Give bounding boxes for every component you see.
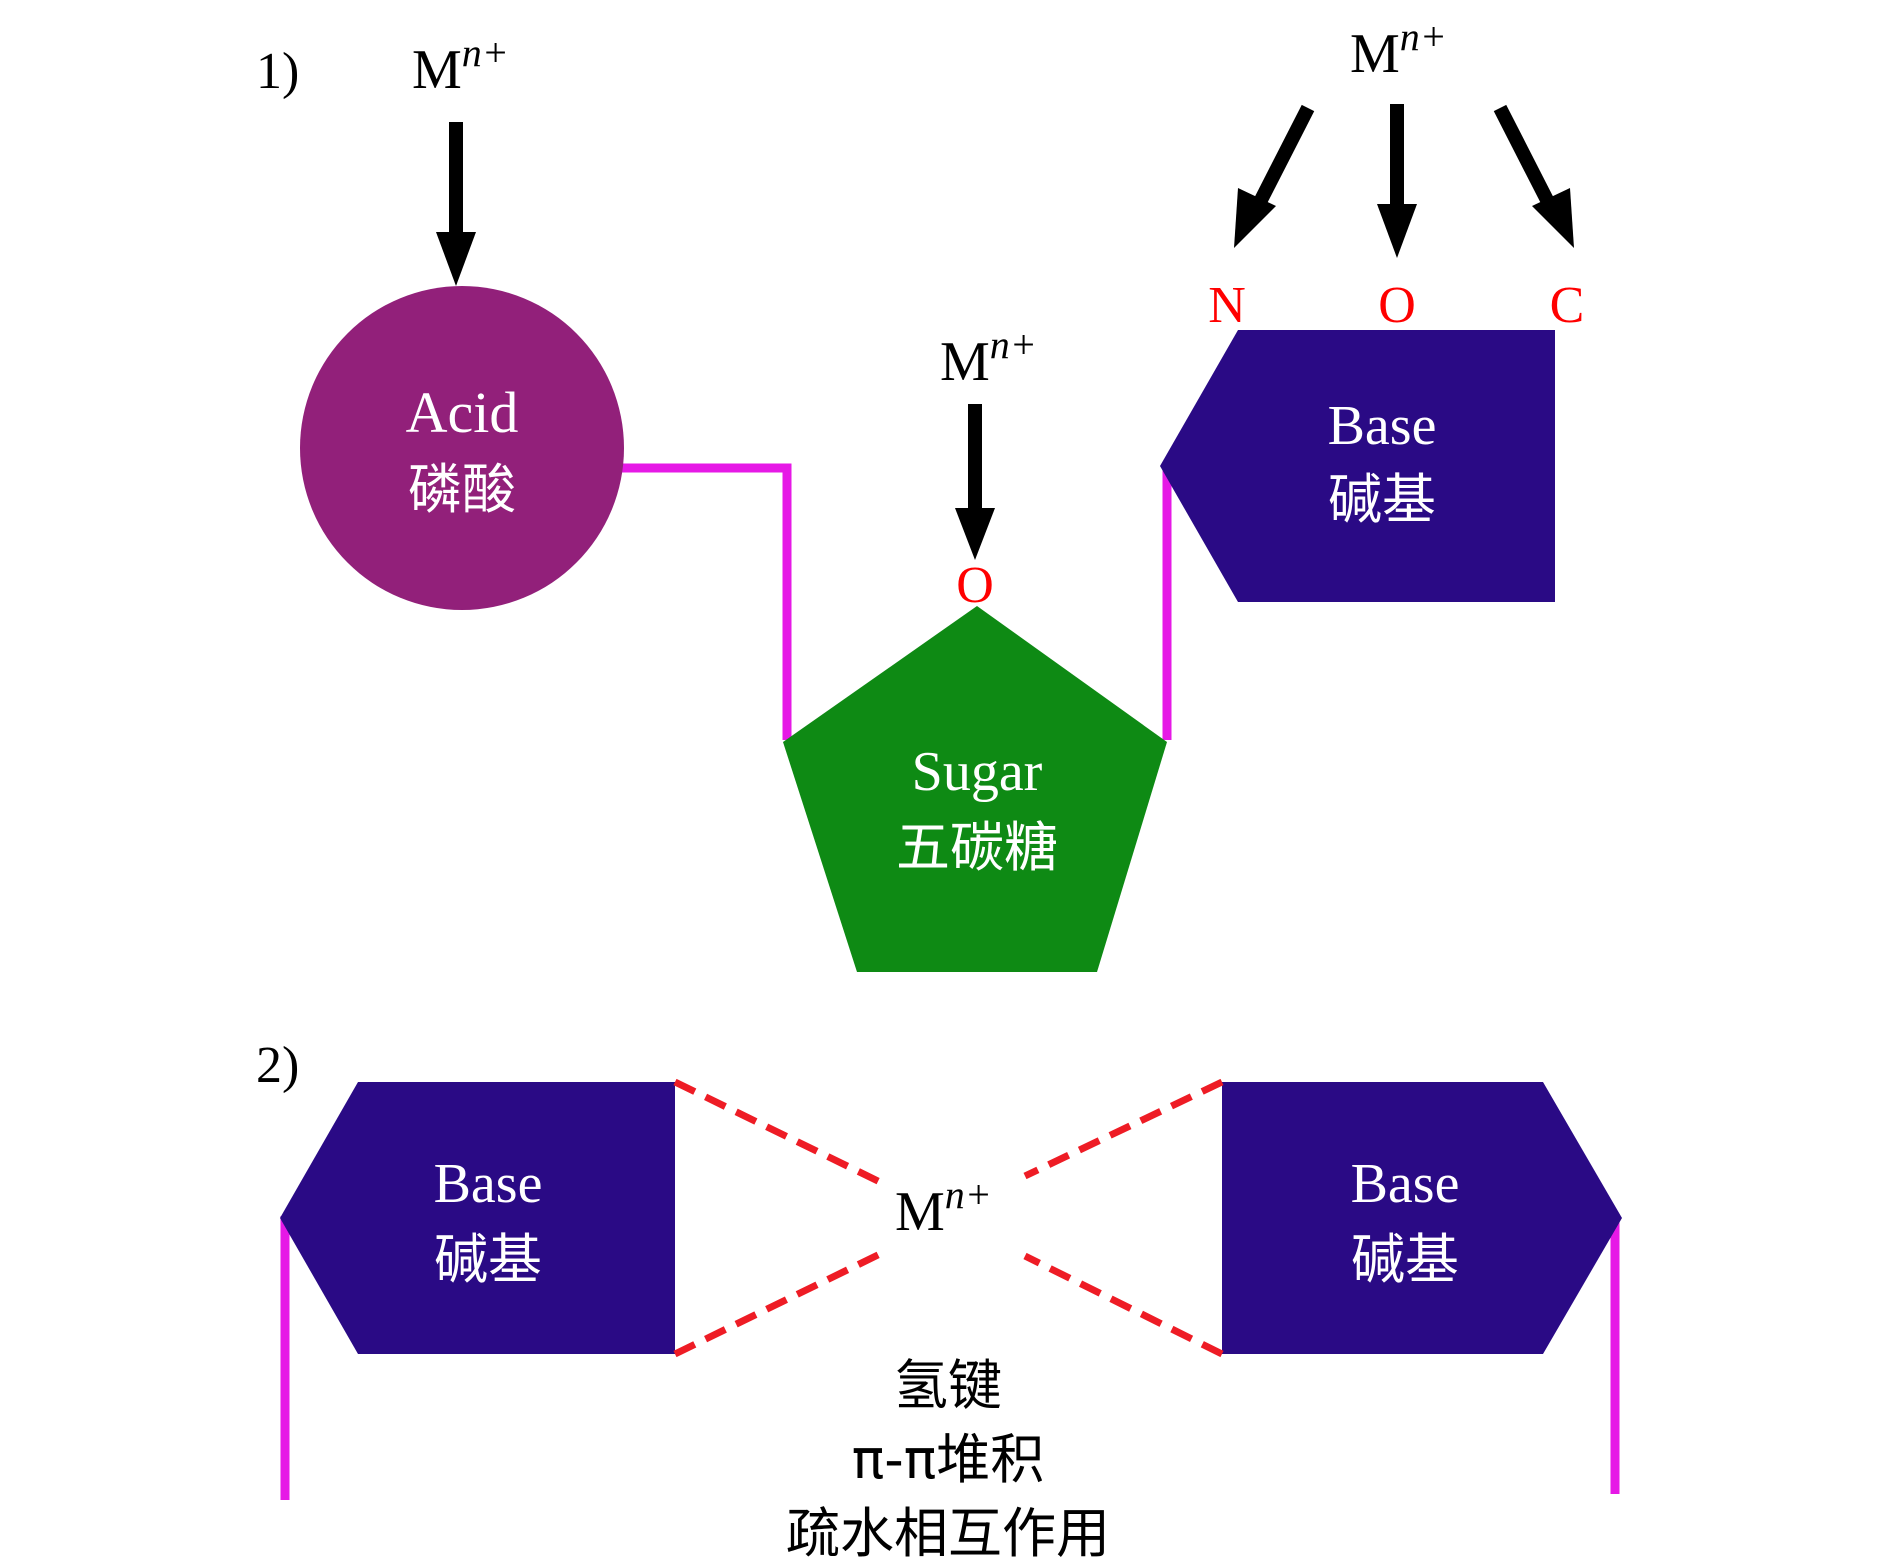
dash-right-top — [1023, 1078, 1224, 1180]
base-right-node — [1222, 1082, 1622, 1354]
ion-base-symbol: M — [1350, 23, 1400, 85]
arrow-to-sugar — [955, 404, 995, 560]
ion-sugar-charge: n+ — [990, 322, 1037, 367]
interaction-hydrophobic: 疏水相互作用 — [786, 1502, 1110, 1560]
base-left-label: Base — [434, 1153, 543, 1215]
base-site-n: N — [1208, 277, 1246, 334]
base-right-label-cn: 碱基 — [1351, 1228, 1459, 1291]
ion-center-charge: n+ — [945, 1172, 992, 1217]
base-left-label-cn: 碱基 — [434, 1228, 542, 1291]
dash-left-top — [673, 1078, 882, 1186]
interaction-hydrogen-bond: 氢键 — [894, 1354, 1002, 1417]
ion-center-symbol: M — [895, 1181, 945, 1243]
dashed-interaction-lines — [673, 1078, 1224, 1358]
base-label-cn: 碱基 — [1328, 468, 1436, 531]
ion-sugar: Mn+ — [940, 322, 1037, 393]
panel-2-label: 2) — [256, 1037, 299, 1094]
backbone-acid-sugar — [622, 463, 792, 740]
arrow-to-acid — [436, 122, 476, 286]
acid-label-cn: 磷酸 — [408, 458, 516, 521]
base-label: Base — [1328, 395, 1437, 457]
sugar-label: Sugar — [912, 741, 1043, 803]
ion-acid: Mn+ — [412, 30, 509, 101]
base-node — [1160, 330, 1555, 602]
arrow-to-base-o — [1377, 104, 1417, 258]
acid-label: Acid — [406, 380, 519, 445]
base-site-c: C — [1550, 277, 1585, 334]
arrow-to-base-n — [1234, 104, 1315, 248]
interaction-pi-stacking: π-π堆积 — [852, 1428, 1045, 1491]
ion-center: Mn+ — [895, 1172, 992, 1243]
sugar-label-cn: 五碳糖 — [896, 816, 1058, 879]
sugar-node — [783, 606, 1167, 972]
ion-acid-charge: n+ — [462, 30, 509, 75]
dash-right-bottom — [1023, 1252, 1224, 1358]
ion-acid-symbol: M — [412, 39, 462, 101]
base-left-node — [280, 1082, 675, 1354]
ion-sugar-symbol: M — [940, 331, 990, 393]
panel-1-label: 1) — [256, 43, 299, 100]
ion-base: Mn+ — [1350, 14, 1447, 85]
acid-node — [300, 286, 624, 610]
dash-left-bottom — [673, 1250, 882, 1358]
ion-base-charge: n+ — [1400, 14, 1447, 59]
base-site-o: O — [1378, 277, 1416, 334]
arrow-to-base-c — [1493, 104, 1574, 248]
sugar-site-label: O — [956, 557, 994, 614]
base-right-label: Base — [1351, 1153, 1460, 1215]
